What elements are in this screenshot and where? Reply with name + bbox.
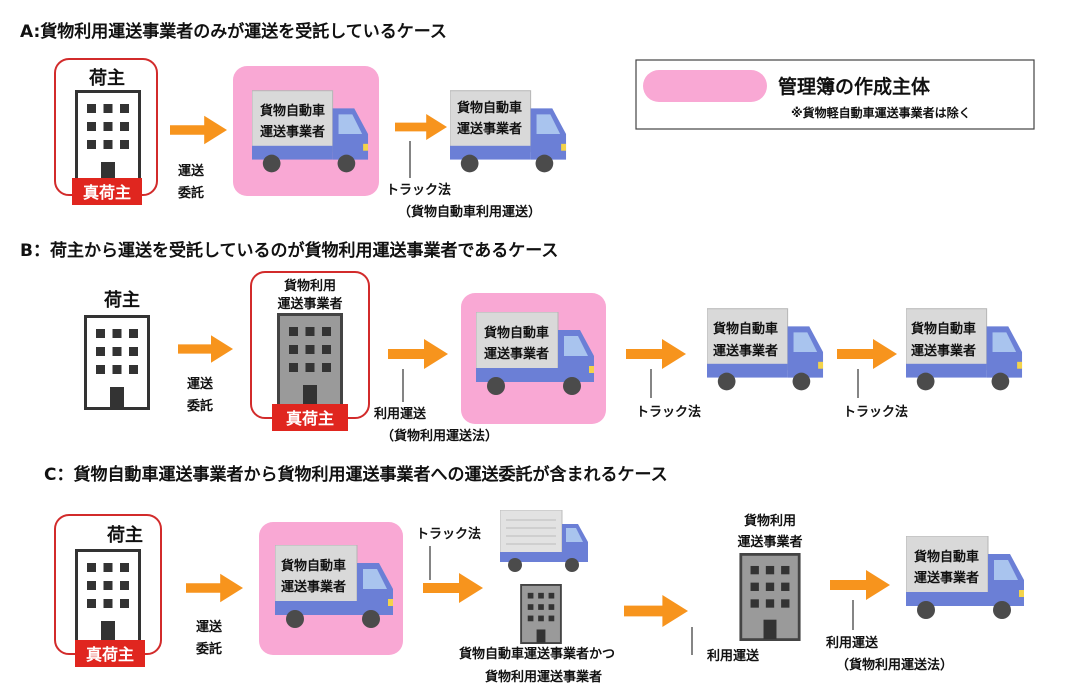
truck-label-line1: 貨物自動車 [260,103,325,119]
truck-label-line2: 運送事業者 [260,124,325,140]
section-c-heading: C：貨物自動車運送事業者から貨物利用運送事業者への運送委託が含まれるケース [44,464,668,485]
utilization-arrow [830,570,890,600]
office-building-icon [739,553,801,641]
true-shipper-badge [75,640,145,667]
true-shipper-badge [272,404,348,431]
office-building-icon [519,584,563,644]
section-b-shipper-label: 荷主 [104,289,140,311]
forwarder-label-line1: 貨物利用 [744,513,796,529]
law3-label: トラック法 [843,404,908,420]
law3-label-line1: 利用運送 [826,635,879,651]
consign-label-line2: 委託 [186,398,213,414]
legend-highlight-swatch [643,70,767,102]
true-shipper-label: 真荷主 [83,183,131,202]
consign-label-line1: 運送 [178,163,205,179]
truck-label-line2: 運送事業者 [281,579,346,595]
truck-label-line2: 運送事業者 [484,346,549,362]
truck-label-line2: 運送事業者 [911,343,976,359]
consign-label-line2: 委託 [195,641,222,657]
utilization-arrow [388,339,448,369]
law1-label: トラック法 [416,526,481,542]
truck-law-arrow [423,573,483,603]
truck-label-line1: 貨物自動車 [914,549,979,565]
legend-title: 管理簿の作成主体 [778,75,931,98]
forwarder-label-line2: 運送事業者 [737,534,802,550]
truck-law-arrow [837,339,897,369]
office-building-icon [84,315,150,410]
section-b: B：荷主から運送を受託しているのが貨物利用運送事業者であるケース 荷主 運送 委… [20,240,1023,444]
truck-label-line2: 運送事業者 [713,343,778,359]
law2-label: 利用運送 [707,648,760,664]
section-a: A:貨物利用運送事業者のみが運送を受託しているケース 荷主 真荷主 運送 委託 … [20,21,567,220]
truck-law-arrow [626,339,686,369]
delivery-truck-icon [500,510,589,573]
consign-arrow [170,115,227,145]
true-shipper-label: 真荷主 [86,645,134,664]
consign-label-line1: 運送 [196,619,223,635]
dual-operator-label-line2: 貨物利用運送事業者 [485,669,602,685]
section-a-heading: A:貨物利用運送事業者のみが運送を受託しているケース [20,21,447,42]
truck-label-line1: 貨物自動車 [457,100,522,116]
consign-arrow [186,573,243,603]
consign-arrow [178,335,233,363]
consign-label-line2: 委託 [177,185,204,201]
consign-label-line1: 運送 [187,376,214,392]
truck-label-line1: 貨物自動車 [911,321,976,337]
truck-label-line1: 貨物自動車 [713,321,778,337]
dual-operator-label-line1: 貨物自動車運送事業者かつ [459,646,615,662]
truck-label-line2: 運送事業者 [457,121,522,137]
legend-note: ※貨物軽自動車運送事業者は除く [791,105,971,120]
truck-label-line1: 貨物自動車 [281,558,346,574]
law3-label-line2: （貨物利用運送法） [836,657,953,673]
truck-law-arrow [395,114,447,140]
law-label-line2: （貨物自動車利用運送） [398,204,541,220]
office-building-icon [75,90,141,185]
law2-label: トラック法 [636,404,701,420]
true-shipper-label: 真荷主 [286,409,334,428]
utilization-arrow [624,595,688,627]
section-c: C：貨物自動車運送事業者から貨物利用運送事業者への運送委託が含まれるケース 荷主… [44,464,1025,685]
legend: 管理簿の作成主体 ※貨物軽自動車運送事業者は除く [635,59,1035,130]
office-building-icon [75,549,141,644]
law1-label-line2: （貨物利用運送法） [381,428,498,444]
section-a-shipper-label: 荷主 [89,67,125,89]
true-shipper-badge [72,178,142,205]
truck-label-line2: 運送事業者 [914,570,979,586]
forwarder-label-line2: 運送事業者 [277,296,342,312]
law-label-line1: トラック法 [386,182,451,198]
section-b-heading: B：荷主から運送を受託しているのが貨物利用運送事業者であるケース [20,240,558,261]
forwarder-label-line1: 貨物利用 [284,278,336,294]
law1-label-line1: 利用運送 [374,406,427,422]
office-building-icon [276,313,344,408]
truck-label-line1: 貨物自動車 [484,325,549,341]
section-c-shipper-label: 荷主 [107,524,143,546]
